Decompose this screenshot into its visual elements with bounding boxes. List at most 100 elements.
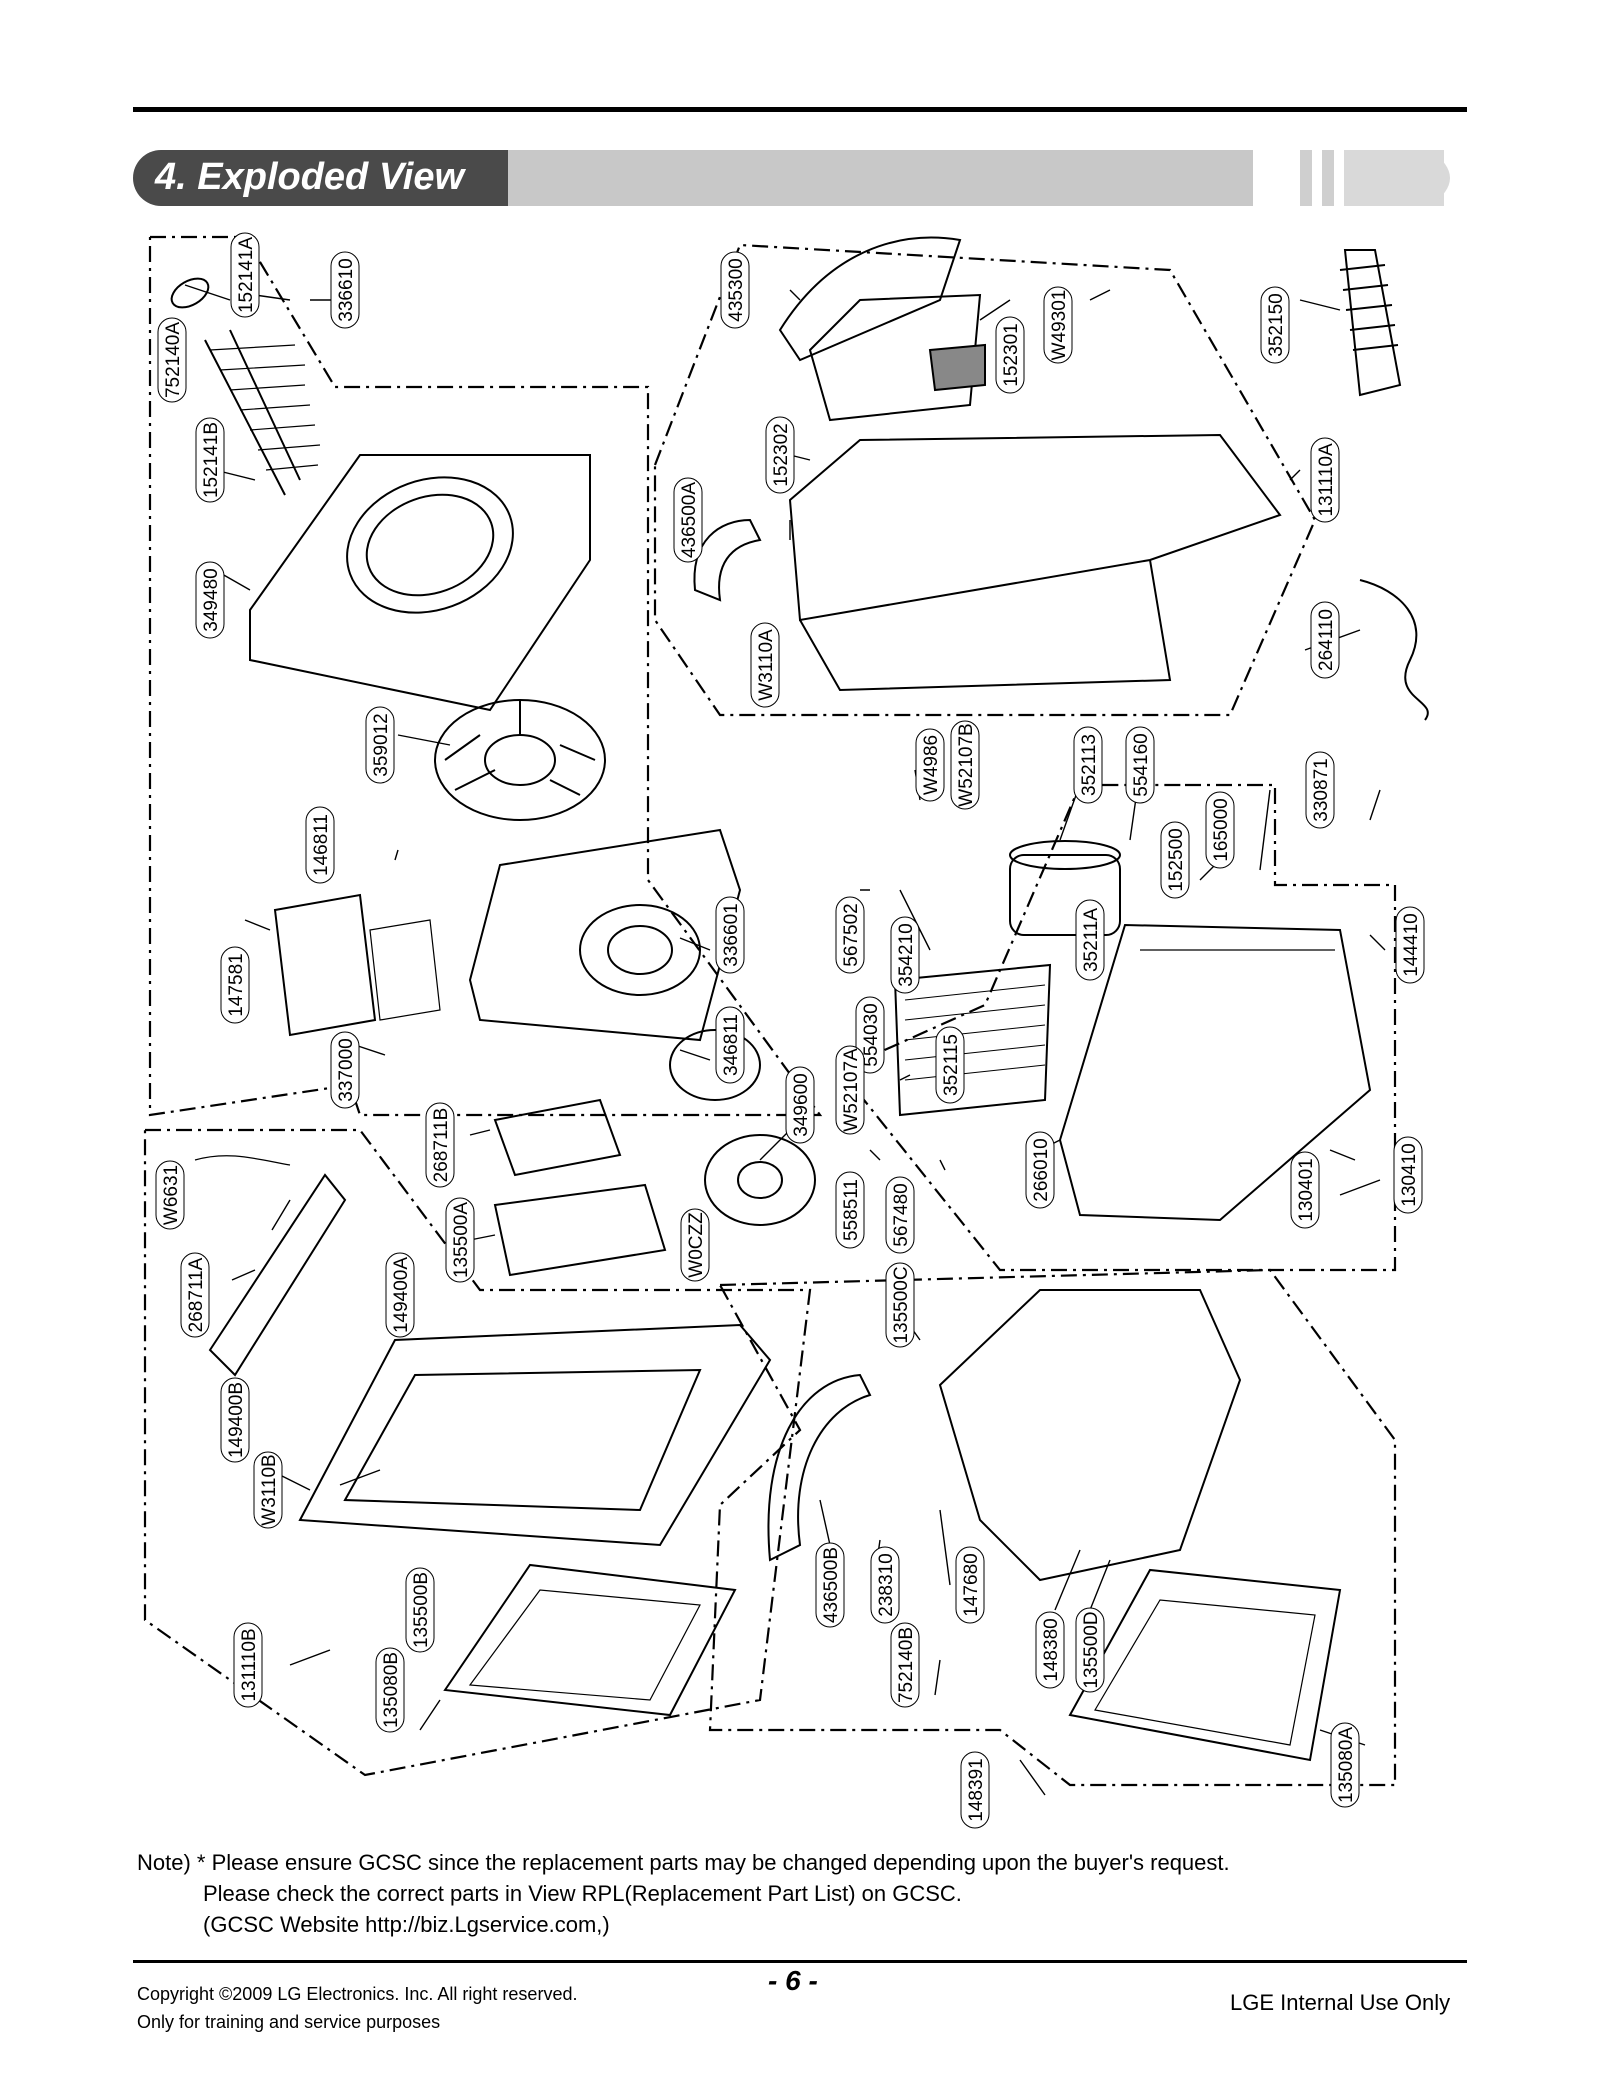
svg-text:264110: 264110 bbox=[1316, 609, 1337, 671]
motor-part bbox=[669, 1029, 816, 1226]
part-label: 346811 bbox=[715, 1006, 745, 1084]
svg-text:131110A: 131110A bbox=[1316, 443, 1337, 517]
svg-text:349600: 349600 bbox=[791, 1073, 812, 1136]
part-label: 354210 bbox=[890, 916, 920, 994]
part-label: 435300 bbox=[720, 251, 750, 329]
part-label: W4986 bbox=[915, 728, 945, 802]
part-label: 349480 bbox=[195, 561, 225, 639]
part-label: 135080A bbox=[1330, 1722, 1360, 1808]
part-label: 149400B bbox=[220, 1377, 250, 1463]
footer-left: Copyright ©2009 LG Electronics. Inc. All… bbox=[137, 1980, 577, 2036]
note-line-1: Note) * Please ensure GCSC since the rep… bbox=[137, 1850, 1230, 1875]
part-label: 352150 bbox=[1260, 286, 1290, 364]
part-label: 264110 bbox=[1310, 601, 1340, 679]
part-label: 135500D bbox=[1075, 1607, 1105, 1693]
part-label: 35211A bbox=[1075, 899, 1105, 981]
svg-text:W4986: W4986 bbox=[921, 735, 942, 795]
part-label: 238310 bbox=[870, 1546, 900, 1624]
part-label: W52107B bbox=[950, 720, 980, 810]
svg-text:W3110A: W3110A bbox=[756, 629, 777, 701]
part-label: 135500B bbox=[405, 1567, 435, 1653]
svg-text:567480: 567480 bbox=[891, 1183, 912, 1246]
internal-use-label: LGE Internal Use Only bbox=[1230, 1990, 1451, 2015]
part-label: 147680 bbox=[955, 1546, 985, 1624]
svg-text:146811: 146811 bbox=[311, 814, 332, 876]
condenser-coil-part bbox=[893, 963, 1052, 1117]
part-label: 147581 bbox=[220, 946, 250, 1024]
svg-text:W49301: W49301 bbox=[1049, 290, 1070, 361]
svg-text:152301: 152301 bbox=[1001, 323, 1022, 386]
title-decoration bbox=[1300, 150, 1450, 206]
svg-text:W52107A: W52107A bbox=[841, 1048, 862, 1132]
part-label: 554160 bbox=[1125, 726, 1155, 804]
part-label: 131110A bbox=[1310, 437, 1340, 523]
part-label: 135500C bbox=[885, 1262, 915, 1348]
svg-text:149400A: 149400A bbox=[391, 1257, 412, 1333]
svg-text:149400B: 149400B bbox=[226, 1382, 247, 1458]
svg-text:W0CZZ: W0CZZ bbox=[686, 1212, 707, 1278]
group-outline-top-cover bbox=[653, 243, 1317, 717]
title-grey-band bbox=[508, 150, 1253, 206]
svg-text:W3110B: W3110B bbox=[259, 1454, 280, 1525]
front-cover-right-part bbox=[938, 1289, 1242, 1582]
svg-text:131110B: 131110B bbox=[239, 1628, 260, 1701]
svg-text:135080B: 135080B bbox=[381, 1652, 402, 1728]
svg-text:165000: 165000 bbox=[1211, 798, 1232, 861]
part-label: 152500 bbox=[1160, 821, 1190, 899]
base-pan-part bbox=[1058, 923, 1372, 1222]
svg-text:268711A: 268711A bbox=[186, 1257, 207, 1332]
svg-text:144410: 144410 bbox=[1401, 913, 1422, 976]
part-label: 352113 bbox=[1073, 726, 1103, 804]
part-label: 352115 bbox=[935, 1026, 965, 1104]
svg-text:359012: 359012 bbox=[371, 713, 392, 776]
svg-text:346811: 346811 bbox=[721, 1014, 742, 1076]
title-pill bbox=[133, 150, 508, 206]
svg-text:337000: 337000 bbox=[336, 1038, 357, 1101]
section-title: 4. Exploded View bbox=[155, 156, 465, 198]
part-label: 146811 bbox=[305, 806, 335, 884]
side-handle-part bbox=[767, 1373, 872, 1562]
svg-text:147581: 147581 bbox=[226, 953, 247, 1016]
part-label: 330871 bbox=[1305, 751, 1335, 829]
part-label: 558511 bbox=[835, 1171, 865, 1249]
svg-text:352115: 352115 bbox=[941, 1034, 962, 1096]
group-outline-fan bbox=[148, 235, 823, 1117]
part-label: 268711B bbox=[425, 1102, 455, 1188]
part-label: 135080B bbox=[375, 1647, 405, 1733]
part-label: W6631 bbox=[155, 1160, 185, 1230]
note-line-3: (GCSC Website http://biz.Lgservice.com,) bbox=[203, 1912, 610, 1937]
electric-box-part bbox=[273, 893, 441, 1037]
svg-text:135500D: 135500D bbox=[1081, 1611, 1102, 1688]
top-rule bbox=[133, 107, 1467, 112]
svg-text:W52107B: W52107B bbox=[956, 723, 977, 806]
part-label: 359012 bbox=[365, 706, 395, 784]
group-outline-bottom-right bbox=[708, 1268, 1397, 1787]
svg-text:554160: 554160 bbox=[1131, 733, 1152, 796]
part-label: 135500A bbox=[445, 1197, 475, 1283]
page-number: - 6 - bbox=[768, 1965, 818, 1996]
copyright-text: Copyright ©2009 LG Electronics. Inc. All… bbox=[137, 1984, 578, 2004]
svg-text:266010: 266010 bbox=[1031, 1138, 1052, 1201]
svg-text:352113: 352113 bbox=[1079, 734, 1100, 796]
part-label: 567502 bbox=[835, 896, 865, 974]
part-label-text: 752140A bbox=[163, 322, 184, 398]
front-grille-right-part bbox=[1068, 1568, 1342, 1762]
filter-grille-part bbox=[778, 236, 986, 422]
svg-text:336610: 336610 bbox=[336, 258, 357, 321]
svg-text:147680: 147680 bbox=[961, 1553, 982, 1616]
svg-text:330871: 330871 bbox=[1311, 758, 1332, 821]
svg-text:435300: 435300 bbox=[726, 258, 747, 321]
svg-text:554030: 554030 bbox=[861, 1003, 882, 1066]
part-label: 266010 bbox=[1025, 1131, 1055, 1209]
front-grille-left-part bbox=[443, 1563, 737, 1717]
power-cord-part bbox=[1359, 579, 1429, 721]
svg-text:148380: 148380 bbox=[1041, 1618, 1062, 1681]
part-label: 152141A bbox=[230, 232, 260, 318]
bottom-rule bbox=[133, 1960, 1467, 1963]
scroll-housing-part bbox=[468, 828, 742, 1042]
part-label: 152301 bbox=[995, 316, 1025, 394]
svg-text:152141B: 152141B bbox=[201, 422, 222, 498]
part-label: W52107A bbox=[835, 1045, 865, 1135]
fan-housing-part bbox=[249, 454, 591, 712]
